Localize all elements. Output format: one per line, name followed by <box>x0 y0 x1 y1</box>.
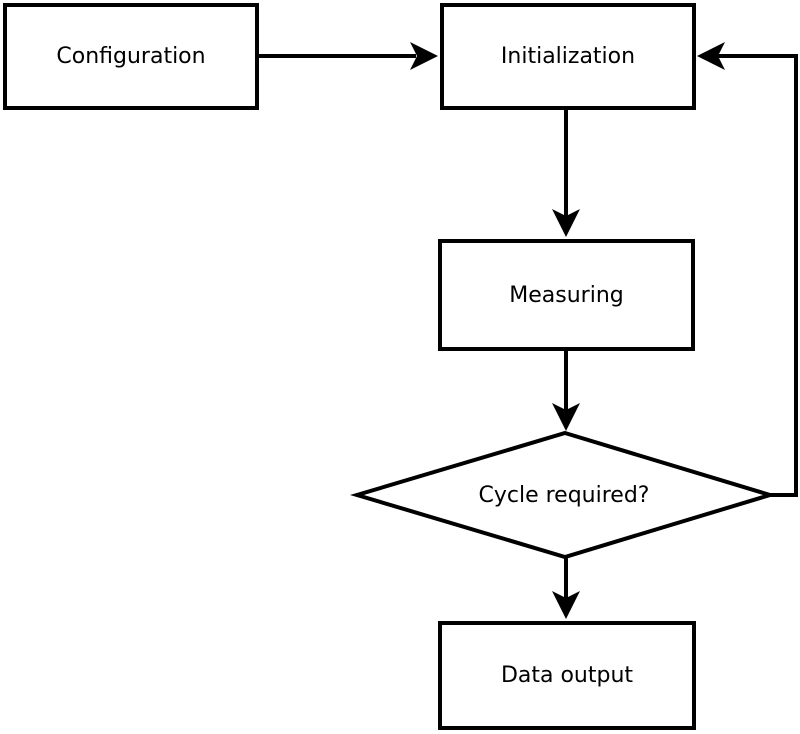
arrowhead-down-icon <box>552 209 580 237</box>
node-measuring: Measuring <box>438 239 695 351</box>
edge-cycle-required-to-initialization-feedback <box>697 42 798 497</box>
arrowhead-down-icon <box>552 403 580 431</box>
edge-initialization-to-measuring <box>552 110 580 237</box>
edge-cycle-required-to-data-output <box>552 557 580 619</box>
arrowhead-left-icon <box>697 42 725 70</box>
node-configuration-label: Configuration <box>56 44 206 69</box>
edge-measuring-to-cycle-required <box>552 350 580 431</box>
node-shape-cycle-required <box>349 430 777 560</box>
edge-configuration-to-initialization <box>258 42 438 70</box>
node-measuring-label: Measuring <box>509 282 624 308</box>
arrowhead-down-icon <box>552 591 580 619</box>
arrowhead-right-icon <box>410 42 438 70</box>
node-initialization: Initialization <box>440 3 696 110</box>
node-data-output-label: Data output <box>500 663 634 688</box>
node-initialization-label: Initialization <box>500 44 636 69</box>
node-data-output: Data output <box>438 621 696 730</box>
node-configuration: Configuration <box>3 3 259 110</box>
